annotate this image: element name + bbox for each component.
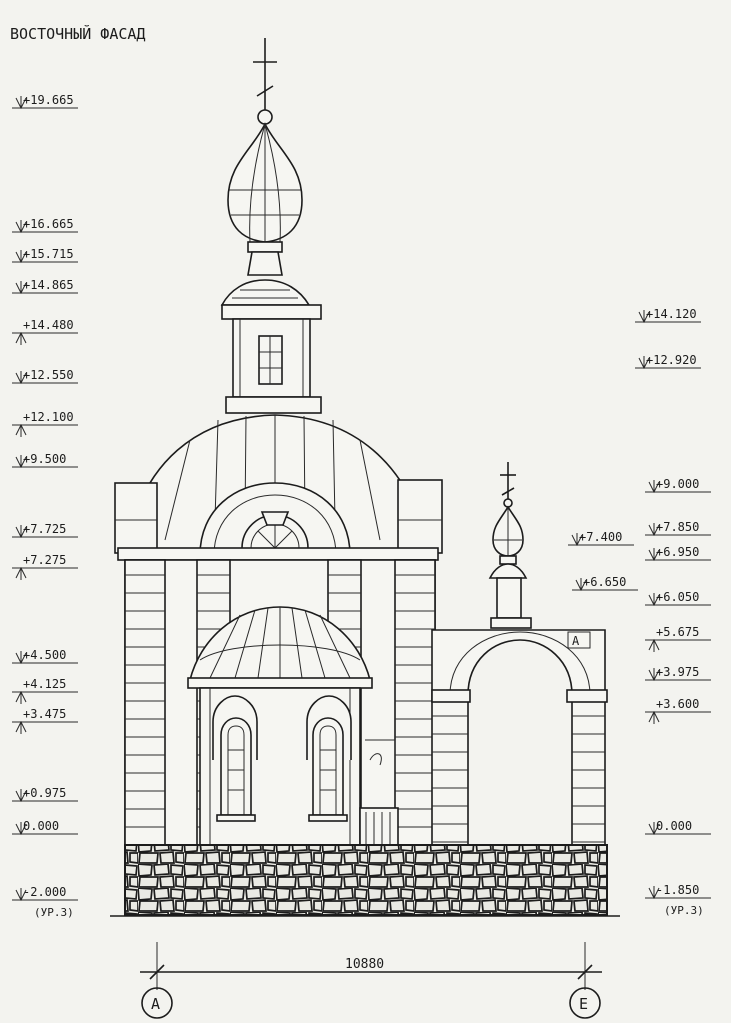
level-label: +19.665 [23,93,74,107]
level-label: +4.500 [23,648,66,662]
level-label: +16.665 [23,217,74,231]
level-marker: -2.000 [12,885,78,902]
level-label: +6.050 [656,590,699,604]
level-marker: +4.500 [12,648,78,665]
level-label: +7.400 [579,530,622,544]
left-level-markers: +19.665 +16.665 +15.715 +14.865 +14.480 +12.5… [12,93,78,919]
main-cornice [117,547,439,561]
level-label: -2.000 [23,885,66,899]
level-marker: +16.665 [12,217,78,234]
level-label: +4.125 [23,677,66,691]
level-marker: +6.050 [645,590,711,607]
level-marker: 0.000 [12,819,78,836]
level-label: +5.675 [656,625,699,639]
level-marker: +14.865 [12,278,78,295]
level-label: +6.950 [656,545,699,559]
level-marker: +9.500 [12,452,78,469]
level-label: (УР.З) [34,906,74,919]
level-label: +9.500 [23,452,66,466]
axis-e: Е [569,987,601,1019]
main-onion-dome [227,109,303,276]
level-label: 0.000 [23,819,59,833]
main-drum [220,279,322,414]
apse-window-right [306,695,352,822]
level-label: +12.100 [23,410,74,424]
arch-label: А [572,634,580,648]
level-marker: +3.975 [645,665,711,682]
level-label: +3.975 [656,665,699,679]
level-marker: +19.665 [12,93,78,110]
level-label: +14.865 [23,278,74,292]
level-marker: +14.120 [635,307,701,324]
level-marker: +12.550 [12,368,78,385]
axis-a-label: А [151,995,160,1013]
level-label: +12.550 [23,368,74,382]
level-label: +0.975 [23,786,66,800]
apse [187,606,373,847]
level-marker: +6.650 [572,575,638,592]
arch-rustication [432,715,605,843]
level-marker: +7.400 [568,530,634,547]
level-marker: +7.850 [645,520,711,537]
level-marker: 0.000 [645,819,711,836]
level-marker: +14.480 [12,318,78,345]
level-label: +7.725 [23,522,66,536]
overall-dimension: 10880 [140,942,602,990]
level-marker: +15.715 [12,247,78,264]
level-marker: +7.725 [12,522,78,539]
right-level-markers: +14.120 +12.920 +9.000 +7.850 +7.400 +6.950 +6… [568,307,711,917]
level-label: +7.850 [656,520,699,534]
apse-window-left [212,695,258,822]
level-label: 0.000 [656,819,692,833]
level-label: +9.000 [656,477,699,491]
level-marker: +6.950 [645,545,711,562]
level-marker: +12.920 [635,353,701,370]
level-marker: +4.125 [12,677,78,704]
level-label: +14.480 [23,318,74,332]
level-label: +6.650 [583,575,626,589]
level-label: +7.275 [23,553,66,567]
section-mark [365,739,396,770]
main-building [114,38,443,847]
level-marker: +0.975 [12,786,78,803]
axis-e-label: Е [579,995,588,1013]
level-marker: +9.000 [645,477,711,494]
level-marker: +7.275 [12,553,78,580]
drawing-title: ВОСТОЧНЫЙ ФАСАД [10,24,145,43]
level-label: (УР.З) [664,904,704,917]
level-marker: +5.675 [645,625,711,652]
stone-plinth [124,844,608,916]
main-cross [253,38,277,110]
dimension-label: 10880 [345,957,384,972]
level-label: +15.715 [23,247,74,261]
level-label: +3.475 [23,707,66,721]
level-marker: +12.100 [12,410,78,437]
belfry-arch: А [431,462,608,846]
level-label: +3.600 [656,697,699,711]
level-label: -1.850 [656,883,699,897]
level-label: +14.120 [646,307,697,321]
level-label: +12.920 [646,353,697,367]
level-marker: -1.850 [645,883,711,900]
axis-a: А [141,987,173,1019]
level-marker: +3.475 [12,707,78,734]
level-marker: +3.600 [645,697,711,724]
